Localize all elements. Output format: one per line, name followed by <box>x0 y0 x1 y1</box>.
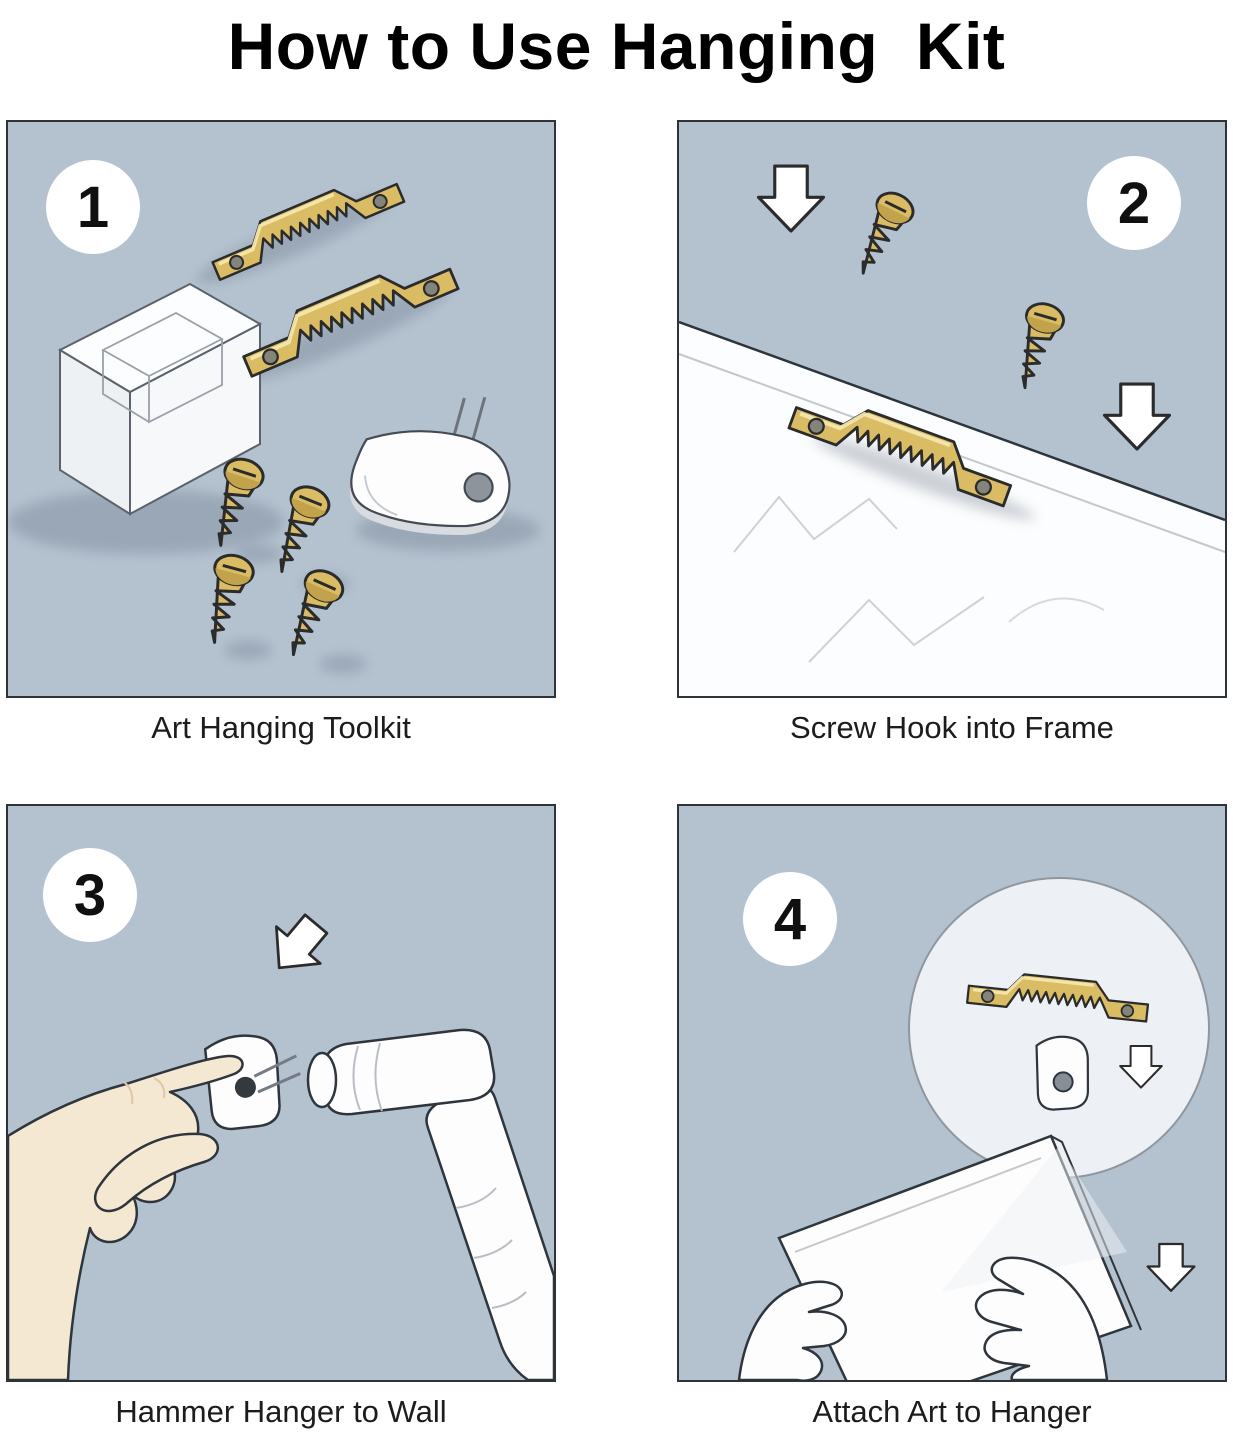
wall-hook-icon <box>349 396 511 535</box>
hanger-hole <box>234 1076 256 1098</box>
wall-hook-icon <box>1035 1035 1090 1111</box>
step-4-number-badge: 4 <box>743 872 837 966</box>
right-hand <box>974 1256 1109 1380</box>
step-2-number-badge: 2 <box>1087 156 1181 250</box>
step-1-panel: 1 <box>6 120 556 698</box>
step-3-number-badge: 3 <box>43 848 137 942</box>
toolkit-illustration <box>8 164 540 673</box>
sawtooth-hanger-icon <box>233 247 461 379</box>
arrow-down-icon <box>255 904 340 988</box>
step-1-number-badge: 1 <box>46 160 140 254</box>
left-hand <box>737 1280 848 1380</box>
step-2-caption: Screw Hook into Frame <box>790 710 1114 745</box>
step-3-number: 3 <box>73 862 107 928</box>
box-shadow <box>8 490 284 554</box>
wood-grain <box>808 596 985 663</box>
step-1-cell: 1 Art Hanging Toolkit <box>6 120 556 746</box>
step-4-caption: Attach Art to Hanger <box>812 1394 1092 1429</box>
thumb <box>93 1132 219 1213</box>
magnifier-cone <box>941 1146 1127 1292</box>
arrow-down-icon <box>1146 1242 1196 1292</box>
page-title: How to Use Hanging Kit <box>227 9 1006 83</box>
step-3-panel: 3 <box>6 804 556 1382</box>
steps-grid: 1 Art Hanging Toolkit <box>0 120 1233 1430</box>
storage-box-icon <box>57 282 263 516</box>
hand-icon <box>737 1256 1109 1380</box>
hammer-handle <box>425 1085 554 1380</box>
hammer-icon <box>306 1028 554 1380</box>
attach-art-illustration <box>737 877 1210 1380</box>
hanger-pin <box>253 1054 298 1078</box>
wood-grain <box>733 495 898 553</box>
step-2-number: 2 <box>1117 170 1151 236</box>
sawtooth-hanger-icon <box>203 164 406 282</box>
step-4-number: 4 <box>773 886 807 952</box>
hook-hole <box>463 472 494 503</box>
hook-hole <box>1052 1071 1074 1093</box>
wood-grain <box>1008 597 1105 623</box>
magnifier-circle-icon <box>908 877 1210 1179</box>
arrow-down-icon <box>1102 382 1172 451</box>
hammer-to-wall-illustration <box>8 904 554 1380</box>
step-2-cell: 2 Screw Hook into Frame <box>677 120 1227 746</box>
step-3-cell: 3 Hammer Hanger to Wall <box>6 804 556 1430</box>
screw-icon <box>1005 298 1069 395</box>
hammer-face <box>306 1051 338 1109</box>
step-1-number: 1 <box>76 174 110 240</box>
step-2-panel: 2 <box>677 120 1227 698</box>
step-4-cell: 4 Attach Art to Hanger <box>677 804 1227 1430</box>
step-1-caption: Art Hanging Toolkit <box>151 710 411 745</box>
step-3-caption: Hammer Hanger to Wall <box>115 1394 447 1429</box>
screw-icon <box>274 563 350 664</box>
hanger-pin <box>257 1072 301 1094</box>
hanging-kit-infographic: How to Use Hanging Kit <box>0 8 1233 1430</box>
arrow-down-icon <box>756 164 826 233</box>
screw-into-frame-illustration <box>679 164 1225 696</box>
hand-icon <box>8 1054 244 1380</box>
screw-icon <box>844 185 920 283</box>
step-4-panel: 4 <box>677 804 1227 1382</box>
hammer-head <box>322 1028 496 1116</box>
frame-board-icon <box>679 320 1225 696</box>
screw-icon <box>194 549 259 649</box>
